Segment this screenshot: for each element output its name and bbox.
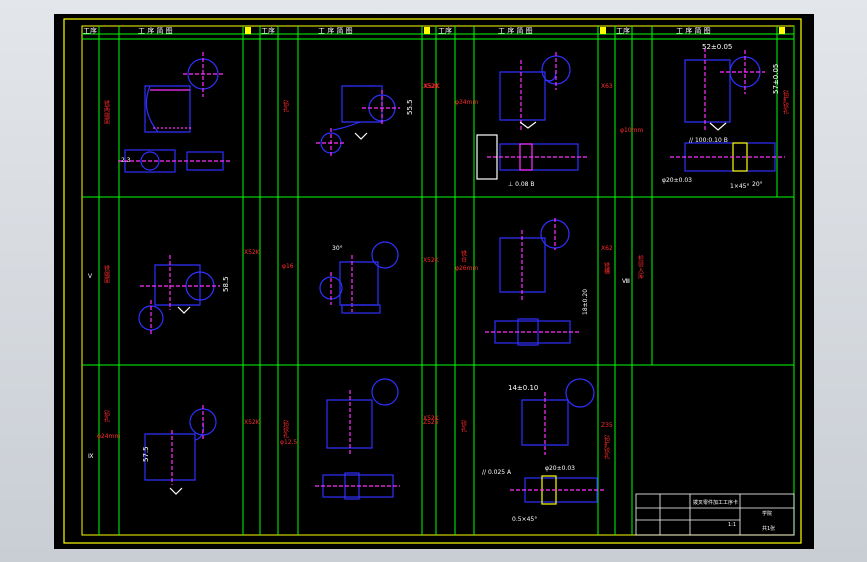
header-col1-title: 工 序 简 图 [138,26,173,35]
outer-frame [63,18,802,544]
op1-dim: 2.3 [121,157,131,164]
sketch-op3 [476,52,588,180]
header-col3-left: 工序 [438,26,452,35]
sketch-op1 [118,52,230,173]
op3-tol: ⊥ 0.08 B [508,181,535,188]
op3-tool: φ34mm [455,99,478,106]
op9-machine: X52K [244,419,261,426]
sketch-op6 [319,241,399,314]
op5-tool: φ16 [282,263,294,270]
sketch-op2 [316,85,400,158]
op7-dim: 18±0.20 [582,289,589,315]
op5-process: 铣端面 [103,264,110,284]
op7-process: 铣槽 [603,261,610,275]
op11-machine: Z525 [423,419,439,426]
op9-process: 钻孔 [103,409,110,423]
op3-machine: X52K [424,83,441,90]
op6-ang: 30° [332,245,343,252]
op4-dim-57: 57±0.05 [772,64,780,94]
sketch-op5 [138,255,220,335]
op4-dim-52: 52±0.05 [702,43,732,51]
op9-dim: 57.5 [142,446,150,462]
op8-process: 检验入库 [637,254,644,280]
title-drawing-name: 拨叉零件加工工序卡 [693,499,738,506]
op12-process: 钻扩铰孔 [603,434,610,460]
header-marker-1 [245,27,251,34]
sketch-op11 [510,378,605,505]
op8-no: Ⅷ [622,278,630,285]
header-col1-left: 工序 [83,26,97,35]
header-row: 工序 工 序 简 图 工序 工 序 简 图 工序 工 序 简 图 工序 工 序 … [83,26,711,35]
header-col3-title: 工 序 简 图 [498,26,533,35]
op4-dim-20: φ20±0.03 [662,177,692,184]
op4-machine: X63 [601,83,613,90]
op5-no: Ⅴ [88,273,93,280]
op6-tool: φ26mm [455,265,478,272]
header-marker-4 [779,27,785,34]
sketch-op9 [144,405,217,495]
header-col4-left: 工序 [616,26,630,35]
op6-machine: X52K [423,257,440,264]
op2-machine: X52K [423,83,440,90]
op11-process: 铰孔 [460,419,467,433]
sketch-op10 [315,378,400,500]
title-company: 学院 [762,510,772,517]
title-scale: 1:1 [728,522,736,528]
op4-side: 钻扩铰孔 [782,89,789,115]
inner-frame [81,25,795,536]
op2-dim: 55.5 [406,99,414,115]
op4-ang: 20° [752,181,763,188]
op2-process: 钻孔 [282,99,289,113]
header-col2-title: 工 序 简 图 [318,26,353,35]
op9-no: Ⅸ [88,453,94,460]
grid-lines [82,26,795,535]
cad-viewport[interactable] [54,14,814,549]
header-marker-3 [600,27,606,34]
op5-dim: 58.5 [222,276,230,292]
op1-process: 铣两端面 [103,99,110,125]
sketch-op7 [485,218,580,346]
header-marker-2 [424,27,430,34]
op4-tool: φ10mm [620,127,643,134]
op10-tool: φ12.5 [280,439,298,446]
op10-machine: X52K [423,415,440,422]
op6-process: 铣台 [460,249,467,263]
op11-tol: // 0.025 A [482,469,512,476]
op4-tol-flat: // 100:0.10 B [689,137,728,144]
op11-dim-14: 14±0.10 [508,384,538,392]
header-col2-left: 工序 [261,26,275,35]
op5-machine: X52K [244,249,261,256]
op10-process: 钻铰孔 [282,419,289,439]
title-sheet: 共1张 [762,525,775,532]
op4-chamfer: 1×45° [730,183,749,190]
op11-chamfer: 0.5×45° [512,516,537,523]
op9-tool: φ24mm [97,433,120,440]
op12-machine: Z35 [601,422,613,429]
title-block [635,493,795,536]
op11-dim-20: φ20±0.03 [545,465,575,472]
op7-machine: X62 [601,245,613,252]
sketch-op4 [670,48,785,172]
header-col4-title: 工 序 简 图 [676,26,711,35]
